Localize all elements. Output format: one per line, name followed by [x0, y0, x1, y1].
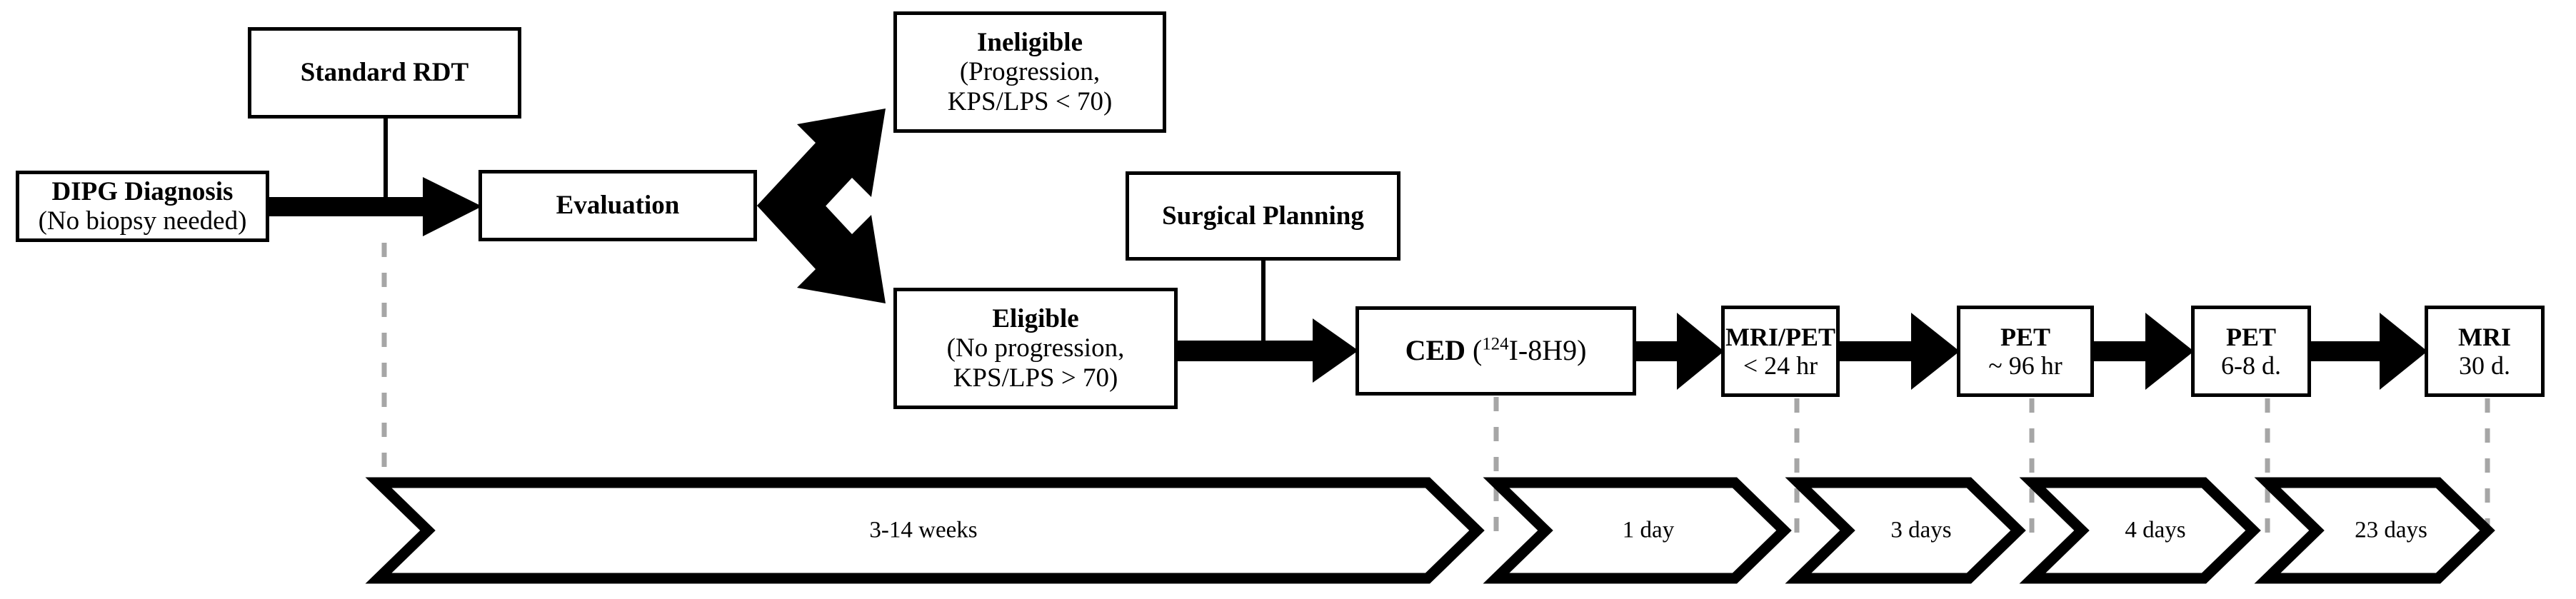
node-pet-6-8d[interactable]: PET 6-8 d.	[2191, 306, 2311, 397]
node-mri-pet-24hr-subtitle: < 24 hr	[1743, 351, 1818, 380]
node-pet-96hr[interactable]: PET ~ 96 hr	[1957, 306, 2094, 397]
node-standard-rdt[interactable]: Standard RDT	[248, 27, 521, 119]
node-mri-pet-24hr-title: MRI/PET	[1725, 322, 1835, 351]
node-eligible-title: Eligible	[992, 303, 1079, 333]
chevron-3-days[interactable]	[1785, 477, 2026, 584]
chevron-1-day[interactable]	[1483, 477, 1792, 584]
arrow-mri-pet-to-pet96	[1840, 313, 1960, 390]
node-pet-6-8d-subtitle: 6-8 d.	[2221, 351, 2281, 380]
node-ced-agent: I-8H9)	[1508, 334, 1587, 367]
node-dipg-diagnosis-subtitle: (No biopsy needed)	[38, 206, 247, 236]
dashed-guides-group	[381, 243, 2490, 544]
node-ineligible[interactable]: Ineligible (Progression, KPS/LPS < 70)	[893, 11, 1166, 133]
arrow-pet96-to-pet68	[2094, 313, 2194, 390]
node-ced-title-bold: CED	[1405, 334, 1473, 367]
node-mri-30d[interactable]: MRI 30 d.	[2425, 306, 2545, 397]
chevron-23-days[interactable]	[2254, 477, 2495, 584]
timeline-label-1-day: 1 day	[1622, 517, 1675, 543]
node-ineligible-subtitle: (Progression, KPS/LPS < 70)	[947, 57, 1113, 116]
arrow-evaluation-to-eligible	[757, 171, 886, 303]
node-mri-pet-24hr[interactable]: MRI/PET < 24 hr	[1721, 306, 1840, 397]
node-surgical-planning-title: Surgical Planning	[1162, 201, 1364, 231]
node-dipg-diagnosis[interactable]: DIPG Diagnosis (No biopsy needed)	[16, 171, 269, 242]
timeline-label-4-days: 4 days	[2125, 517, 2186, 543]
node-eligible[interactable]: Eligible (No progression, KPS/LPS > 70)	[893, 288, 1178, 409]
chevron-3-14-weeks[interactable]	[365, 477, 1485, 584]
timeline-label-3-14-weeks: 3-14 weeks	[869, 517, 978, 543]
arrow-eligible-to-ced	[1178, 318, 1358, 383]
node-evaluation-title: Evaluation	[556, 191, 680, 221]
node-ineligible-title: Ineligible	[976, 27, 1083, 57]
arrow-ced-to-mri-pet	[1636, 313, 1724, 390]
arrow-dipg-to-evaluation	[269, 177, 482, 236]
timeline-label-3-days: 3 days	[1890, 517, 1952, 543]
node-mri-30d-title: MRI	[2458, 322, 2511, 351]
chevron-4-days[interactable]	[2019, 477, 2261, 584]
node-ced[interactable]: CED (124I-8H9)	[1355, 306, 1636, 396]
node-eligible-subtitle: (No progression, KPS/LPS > 70)	[946, 333, 1125, 393]
node-pet-96hr-title: PET	[2000, 322, 2050, 351]
timeline-label-23-days: 23 days	[2355, 517, 2427, 543]
node-surgical-planning[interactable]: Surgical Planning	[1126, 171, 1400, 261]
node-dipg-diagnosis-title: DIPG Diagnosis	[51, 176, 234, 206]
timeline-chevrons-group	[365, 477, 2495, 584]
node-mri-30d-subtitle: 30 d.	[2459, 351, 2510, 380]
node-pet-6-8d-title: PET	[2225, 322, 2276, 351]
arrow-pet68-to-mri30	[2311, 313, 2427, 390]
node-evaluation[interactable]: Evaluation	[478, 170, 757, 241]
node-ced-title: CED (124I-8H9)	[1405, 334, 1587, 367]
node-standard-rdt-title: Standard RDT	[300, 58, 469, 88]
node-ced-paren-open: (	[1473, 334, 1483, 367]
node-ced-isotope-mass: 124	[1482, 334, 1509, 354]
node-pet-96hr-subtitle: ~ 96 hr	[1988, 351, 2063, 380]
